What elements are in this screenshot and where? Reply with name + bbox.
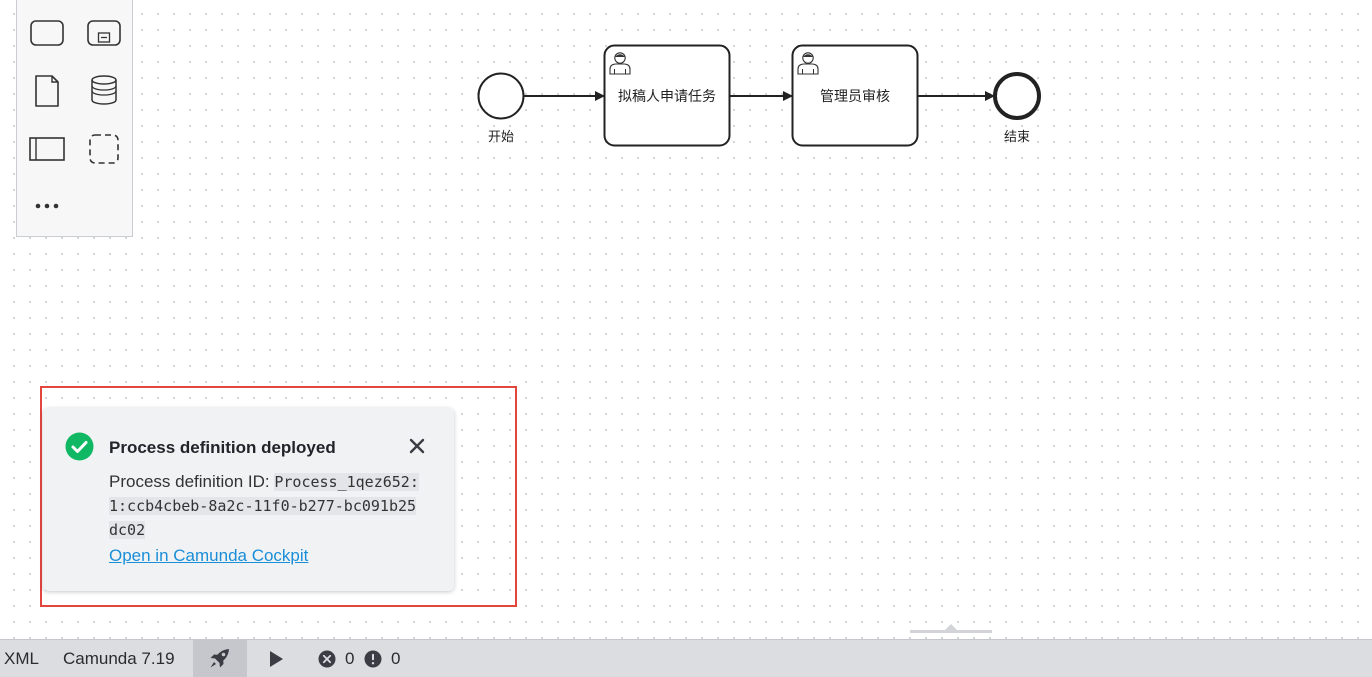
end-event-label: 结束 [1003, 129, 1031, 144]
group-tool-icon[interactable] [84, 129, 124, 169]
warning-icon [364, 650, 382, 668]
user-task-review[interactable] [791, 44, 919, 147]
problems-button[interactable]: 0 0 [318, 640, 408, 677]
status-bar: XML Camunda 7.19 0 0 [0, 639, 1372, 677]
bpmn-canvas[interactable] [0, 0, 1372, 640]
start-event-label: 开始 [487, 129, 515, 144]
deploy-button[interactable] [193, 640, 247, 677]
data-store-tool-icon[interactable] [84, 71, 124, 111]
xml-button[interactable]: XML [4, 649, 39, 668]
start-instance-button[interactable] [262, 640, 292, 677]
task-label: 管理员审核 [820, 88, 890, 104]
definition-id-label: Process definition ID: [109, 472, 275, 491]
engine-version-button[interactable]: Camunda 7.19 [63, 649, 175, 668]
error-count: 0 [345, 649, 355, 668]
open-cockpit-link[interactable]: Open in Camunda Cockpit [109, 546, 309, 565]
user-task-draft[interactable] [603, 44, 731, 147]
start-event[interactable] [477, 72, 525, 120]
play-icon [270, 651, 283, 667]
deploy-notification: Process definition deployed Process defi… [43, 408, 454, 591]
success-check-icon [65, 432, 94, 461]
notification-title: Process definition deployed [109, 438, 336, 457]
palette [16, 0, 133, 237]
task-label: 拟稿人申请任务 [618, 88, 716, 104]
error-icon [318, 650, 336, 668]
close-icon[interactable] [407, 436, 427, 456]
notification-body: Process definition ID: Process_1qez652:1… [109, 470, 419, 542]
subprocess-tool-icon[interactable] [84, 13, 124, 53]
panel-resize-handle[interactable] [910, 630, 992, 633]
panel-toggle-arrow-icon [945, 624, 957, 630]
end-event[interactable] [993, 72, 1041, 120]
warning-count: 0 [391, 649, 401, 668]
task-tool-icon[interactable] [27, 13, 67, 53]
user-task-icon [797, 52, 819, 75]
rocket-icon [210, 649, 229, 668]
more-tools-icon[interactable] [27, 186, 67, 226]
data-object-tool-icon[interactable] [27, 71, 67, 111]
pool-tool-icon[interactable] [27, 129, 67, 169]
user-task-icon [609, 52, 631, 75]
